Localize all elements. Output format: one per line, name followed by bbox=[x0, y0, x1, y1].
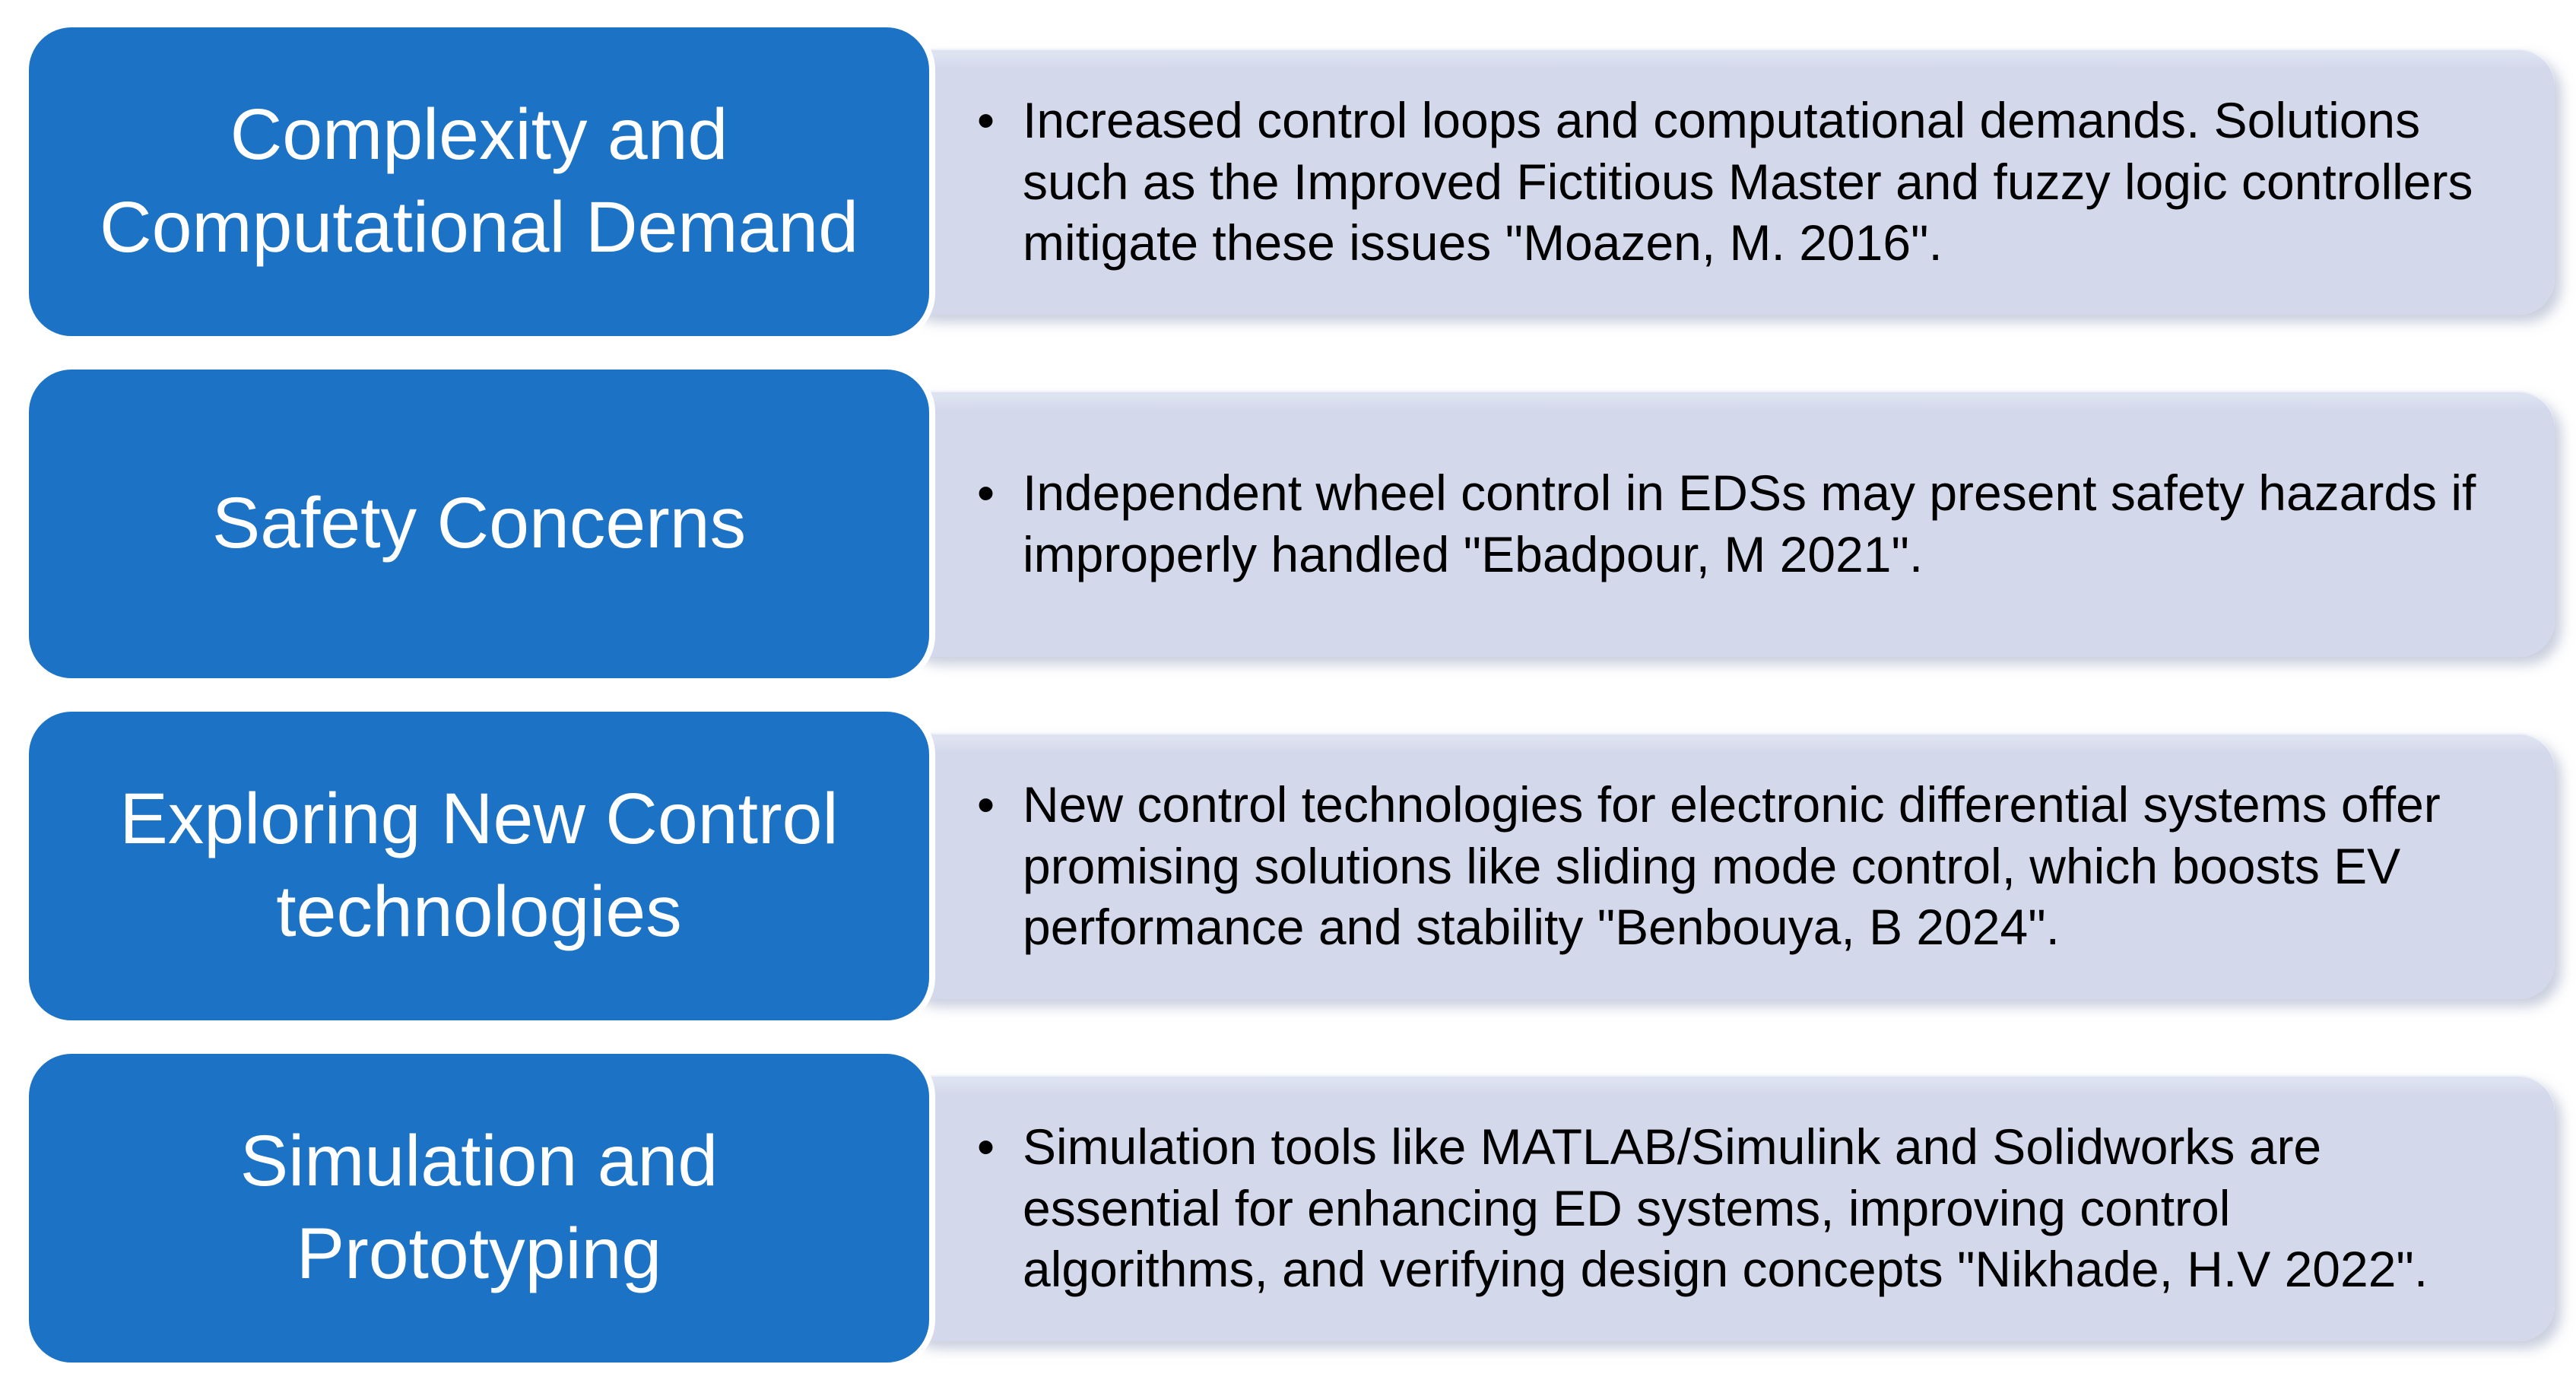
title-box-label: Simulation and Prototyping bbox=[240, 1121, 719, 1294]
row-simulation-prototyping: • Simulation tools like MATLAB/Simulink a… bbox=[0, 1048, 2576, 1369]
bullet-item: • New control technologies for electronic… bbox=[977, 774, 2486, 958]
description-box: • Simulation tools like MATLAB/Simulink a… bbox=[897, 1075, 2555, 1341]
description-box: • Increased control loops and computation… bbox=[897, 49, 2555, 315]
title-box: Simulation and Prototyping bbox=[23, 1048, 935, 1369]
bullet-item-text: Increased control loops and computationa… bbox=[1023, 92, 2473, 271]
bullet-item-text: Simulation tools like MATLAB/Simulink an… bbox=[1023, 1118, 2428, 1298]
title-box-label: Complexity and Computational Demand bbox=[99, 94, 859, 268]
bullet-icon: • bbox=[977, 92, 995, 149]
bullet-icon: • bbox=[977, 1118, 995, 1175]
row-new-control-technologies: • New control technologies for electronic… bbox=[0, 706, 2576, 1026]
bullet-icon: • bbox=[977, 776, 995, 833]
title-box-label: Safety Concerns bbox=[211, 483, 747, 564]
bullet-icon: • bbox=[977, 465, 995, 522]
title-box: Complexity and Computational Demand bbox=[23, 21, 935, 342]
bullet-item: • Increased control loops and computation… bbox=[977, 90, 2486, 274]
bullet-item: • Simulation tools like MATLAB/Simulink a… bbox=[977, 1116, 2486, 1300]
row-safety: • Independent wheel control in EDSs may p… bbox=[0, 363, 2576, 684]
bullet-item: • Independent wheel control in EDSs may p… bbox=[977, 462, 2486, 585]
title-box: Exploring New Control technologies bbox=[23, 706, 935, 1026]
description-box: • Independent wheel control in EDSs may p… bbox=[897, 391, 2555, 657]
title-box-label: Exploring New Control technologies bbox=[119, 779, 839, 952]
title-box: Safety Concerns bbox=[23, 363, 935, 684]
bullet-item-text: New control technologies for electronic … bbox=[1023, 776, 2441, 956]
description-box: • New control technologies for electronic… bbox=[897, 733, 2555, 999]
bullet-item-text: Independent wheel control in EDSs may pr… bbox=[1023, 465, 2476, 582]
row-complexity: • Increased control loops and computation… bbox=[0, 21, 2576, 342]
